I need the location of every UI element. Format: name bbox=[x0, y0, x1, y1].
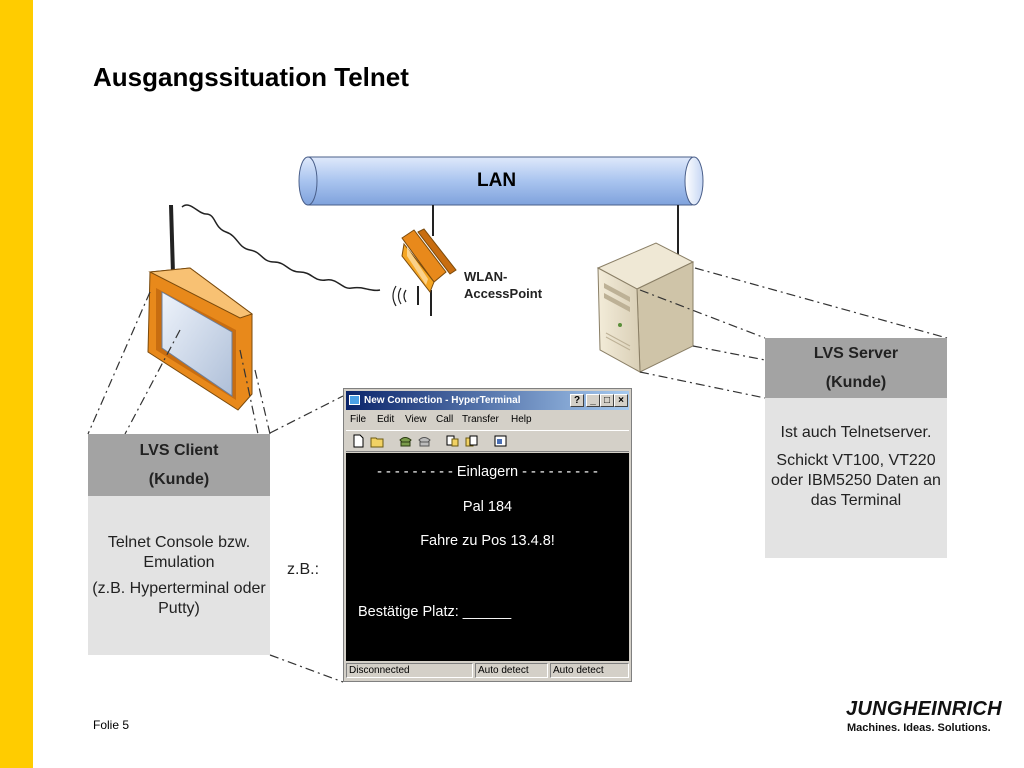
slide-number: Folie 5 bbox=[93, 718, 130, 732]
callout-lines bbox=[87, 267, 948, 683]
access-point-label: WLAN- AccessPoint bbox=[464, 268, 574, 302]
yellow-sidebar bbox=[0, 0, 33, 768]
hyperterminal-window: New Connection - HyperTerminal ? _ □ × F… bbox=[343, 388, 632, 682]
menu-transfer[interactable]: Transfer bbox=[462, 414, 499, 425]
lvs-client-line: (z.B. Hyperterminal oder Putty) bbox=[92, 580, 266, 617]
toolbar bbox=[346, 430, 629, 452]
menu-bar: File Edit View Call Transfer Help bbox=[346, 411, 629, 428]
send-icon[interactable] bbox=[445, 434, 460, 448]
terminal-screen[interactable]: - - - - - - - - - Einlagern - - - - - - … bbox=[346, 453, 629, 661]
status-bar: Disconnected Auto detect Auto detect bbox=[346, 663, 629, 679]
help-icon[interactable]: ? bbox=[570, 394, 584, 407]
wireless-link bbox=[181, 204, 381, 292]
access-point-label-line: WLAN- bbox=[464, 269, 508, 284]
new-file-icon[interactable] bbox=[351, 434, 366, 448]
disconnect-icon[interactable] bbox=[417, 434, 432, 448]
lvs-client-body: Telnet Console bzw. Emulation (z.B. Hype… bbox=[88, 496, 270, 655]
maximize-button[interactable]: □ bbox=[600, 394, 614, 407]
lvs-server-body: Ist auch Telnetserver. Schickt VT100, VT… bbox=[765, 398, 947, 558]
terminal-device-icon bbox=[147, 204, 254, 411]
minimize-button[interactable]: _ bbox=[586, 394, 600, 407]
lvs-server-line: Schickt VT100, VT220 oder IBM5250 Daten … bbox=[771, 452, 941, 509]
lvs-client-heading: LVS Client (Kunde) bbox=[88, 434, 270, 496]
lan-label: LAN bbox=[477, 170, 517, 191]
menu-help[interactable]: Help bbox=[511, 414, 532, 425]
window-titlebar[interactable]: New Connection - HyperTerminal ? _ □ × bbox=[346, 391, 629, 410]
lvs-client-title: LVS Client bbox=[139, 442, 219, 459]
lvs-server-heading: LVS Server (Kunde) bbox=[765, 338, 947, 398]
lvs-server-line: Ist auch Telnetserver. bbox=[780, 424, 932, 441]
menu-view[interactable]: View bbox=[405, 414, 427, 425]
lvs-server-title: LVS Server bbox=[813, 345, 899, 362]
properties-icon[interactable] bbox=[493, 434, 508, 448]
access-point-label-line: AccessPoint bbox=[464, 286, 543, 301]
example-label: z.B.: bbox=[287, 561, 320, 578]
lvs-client-line: Telnet Console bzw. Emulation bbox=[107, 534, 251, 571]
access-point-icon bbox=[392, 228, 457, 316]
jungheinrich-logo: JUNGHEINRICH Machines. Ideas. Solutions. bbox=[846, 698, 1006, 734]
call-icon[interactable] bbox=[398, 434, 413, 448]
window-title: New Connection - HyperTerminal bbox=[364, 395, 521, 406]
screen-line-instruction: Fahre zu Pos 13.4.8! bbox=[420, 533, 555, 549]
status-connection: Disconnected bbox=[346, 663, 473, 678]
server-icon bbox=[596, 242, 695, 373]
menu-call[interactable]: Call bbox=[436, 414, 454, 425]
open-folder-icon[interactable] bbox=[370, 434, 385, 448]
screen-line-prompt: Bestätige Platz: ______ bbox=[358, 604, 512, 620]
lvs-client-subtitle: (Kunde) bbox=[148, 471, 210, 488]
screen-line-header: - - - - - - - - - Einlagern - - - - - - … bbox=[377, 464, 598, 480]
lan-bus bbox=[298, 156, 704, 206]
lvs-client-box: LVS Client (Kunde) Telnet Console bzw. E… bbox=[88, 434, 270, 655]
close-button[interactable]: × bbox=[614, 394, 628, 407]
lvs-server-box: LVS Server (Kunde) Ist auch Telnetserver… bbox=[765, 338, 947, 558]
logo-wordmark: JUNGHEINRICH bbox=[846, 698, 1002, 720]
logo-tagline: Machines. Ideas. Solutions. bbox=[847, 722, 991, 734]
status-emulation: Auto detect bbox=[475, 663, 548, 678]
screen-line-pallet: Pal 184 bbox=[462, 499, 513, 515]
lvs-server-subtitle: (Kunde) bbox=[825, 374, 887, 391]
menu-file[interactable]: File bbox=[350, 414, 367, 425]
menu-edit[interactable]: Edit bbox=[377, 414, 395, 425]
receive-icon[interactable] bbox=[464, 434, 479, 448]
slide-title: Ausgangssituation Telnet bbox=[93, 62, 409, 92]
status-encoding: Auto detect bbox=[550, 663, 629, 678]
app-icon bbox=[349, 395, 360, 405]
